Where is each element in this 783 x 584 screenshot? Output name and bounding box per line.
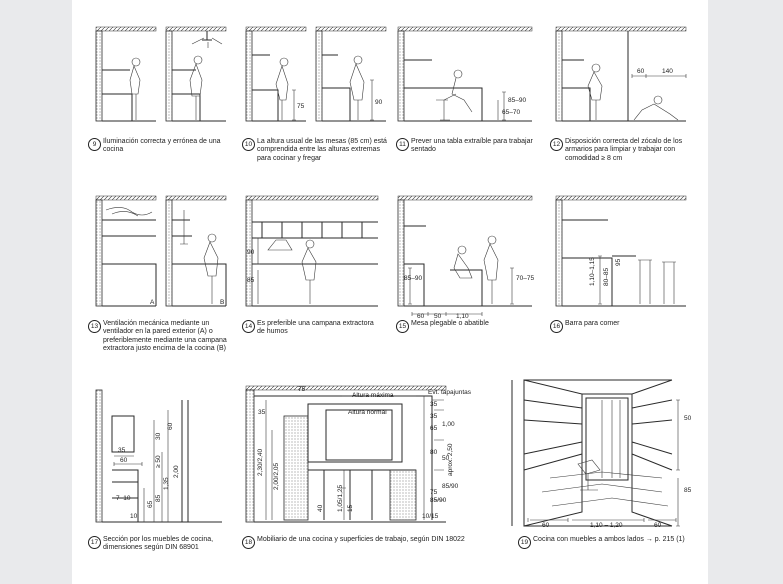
dim-18r: 1,05/1,25 [337, 485, 344, 512]
dim-18k: 50 [442, 455, 450, 462]
dim-19e: 60 [654, 522, 662, 529]
dim-18a: Altura máxima [352, 392, 394, 399]
kitchen-drawings: 75 90 85–90 65–70 60 140 [95, 26, 692, 529]
dim-15e: 1,10 [456, 313, 469, 320]
figure-10: 75 90 [245, 26, 387, 122]
dim-19d: 1,10 – 1,20 [590, 522, 623, 529]
dim-10a: 75 [297, 103, 305, 110]
dim-16b: 80–85 [603, 268, 610, 286]
dim-17h: 85 [155, 494, 162, 502]
figure-12: 60 140 [555, 26, 687, 122]
dim-17k: 10 [130, 513, 138, 520]
dim-18b: Altura normal [348, 409, 387, 416]
figure-19: 50 85 60 1,10 – 1,20 60 [511, 379, 692, 529]
figure-17: 60 35 30 60 ≥ 50 2,00 1,35 85 65 7–10 10 [95, 389, 222, 523]
dim-12a: 60 [637, 68, 645, 75]
figure-14: 90 85 [245, 195, 379, 307]
dim-16c: 95 [615, 258, 622, 266]
dim-17b: 35 [118, 447, 126, 454]
dim-17i: 65 [147, 500, 154, 508]
dim-18g: 35 [430, 413, 438, 420]
person-figure-9b [189, 37, 223, 120]
person-figure-9a [129, 57, 141, 120]
dim-18s: aprox. 2,50 [447, 443, 454, 476]
dim-13b: B [220, 299, 224, 306]
dim-17a: 60 [120, 457, 128, 464]
dim-18l: 85/90 [442, 483, 459, 490]
dim-19b: 85 [684, 487, 692, 494]
dim-14b: 85 [247, 277, 255, 284]
dim-18j: 80 [430, 449, 438, 456]
catalog-page: 75 90 85–90 65–70 60 140 [72, 0, 708, 584]
dim-12b: 140 [662, 68, 673, 75]
dim-17g: 1,35 [163, 477, 170, 490]
dim-18d: 75 [298, 386, 306, 393]
dim-18t: 40 [317, 504, 324, 512]
dim-17f: 2,00 [173, 465, 180, 478]
dim-18f: 35 [430, 401, 438, 408]
figure-11: 85–90 65–70 [397, 26, 533, 122]
figure-15: 85–90 70–75 60 50 1,10 [397, 195, 534, 320]
dim-15d: 50 [434, 313, 442, 320]
dim-17e: ≥ 50 [155, 455, 162, 468]
dim-18i: 1,00 [442, 421, 455, 428]
dim-17c: 30 [155, 432, 162, 440]
dim-18m: 75 [430, 489, 438, 496]
dim-19a: 50 [684, 415, 692, 422]
dim-10b: 90 [375, 99, 383, 106]
dim-18p: 2,30/2,40 [257, 449, 264, 476]
dim-15c: 60 [417, 313, 425, 320]
dim-15a: 85–90 [404, 275, 422, 282]
dim-13a: A [150, 299, 155, 306]
dim-19c: 60 [542, 522, 550, 529]
dim-18q: 2,00/2,05 [273, 463, 280, 490]
dim-17j: 7–10 [116, 495, 131, 502]
dim-11b: 65–70 [502, 109, 520, 116]
dim-18n: 85/90 [430, 497, 447, 504]
dim-11a: 85–90 [508, 97, 526, 104]
dim-15b: 70–75 [516, 275, 534, 282]
figure-18: Altura máxima Altura normal Evt. tapajun… [245, 385, 472, 523]
dim-18o: 10/15 [422, 513, 439, 520]
figure-9 [95, 26, 227, 122]
dim-17d: 60 [167, 422, 174, 430]
dim-14a: 90 [247, 249, 255, 256]
dim-18c: Evt. tapajuntas [428, 389, 472, 396]
figure-13: A B [95, 195, 227, 307]
dim-18h: 65 [430, 425, 438, 432]
dim-18u: 15 [347, 504, 354, 512]
dim-16a: 1,10–1,15 [589, 257, 596, 286]
dim-18e: 35 [258, 409, 266, 416]
figure-16: 1,10–1,15 80–85 95 [555, 195, 687, 307]
